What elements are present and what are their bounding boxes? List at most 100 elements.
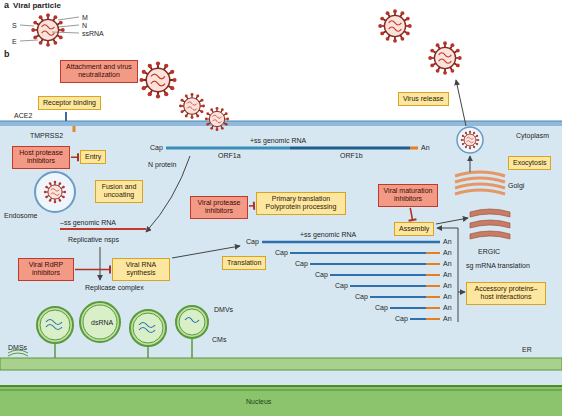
virion [378, 9, 411, 42]
plasma-membrane [0, 121, 562, 126]
inhibition-connector [249, 205, 254, 207]
process-box: Viral RNA synthesis [112, 258, 170, 281]
inhibition-connector [75, 269, 110, 271]
process-box: Receptor binding [38, 96, 101, 110]
genomic-rna [262, 241, 440, 244]
part-label: Cap [395, 315, 408, 322]
part-label: ORF1a [218, 152, 241, 159]
box-text: Receptor binding [43, 99, 96, 107]
er-connections [55, 338, 192, 358]
part-label: N protein [148, 161, 176, 168]
box-text: Exocytosis [513, 159, 546, 167]
part-label: Replicase complex [85, 284, 144, 291]
cytoplasm [0, 124, 562, 416]
part-label: An [443, 304, 452, 311]
ergic [470, 209, 510, 239]
box-text: Accessory proteins–host interactions [471, 285, 541, 302]
negative-strand-rna [60, 228, 146, 230]
part-label: Cap [315, 271, 328, 278]
virion [179, 93, 205, 119]
process-box: Accessory proteins–host interactions [466, 282, 546, 305]
receptor-symbol [65, 112, 67, 121]
nuclear-envelope [0, 385, 562, 387]
part-label: ACE2 [14, 112, 32, 119]
process-box: Primary translation Polyprotein processi… [256, 192, 346, 215]
flow-arrows [100, 80, 470, 322]
protease-symbol [73, 126, 76, 132]
box-text: Viral protease inhibitors [195, 199, 243, 216]
part-label: Cytoplasm [516, 132, 549, 139]
box-text: Viral maturation inhibitors [383, 187, 433, 204]
endosome [35, 172, 75, 212]
part-label: a [4, 1, 9, 10]
part-label: N [82, 22, 87, 29]
sg-rna-orfs [426, 253, 440, 319]
golgi [455, 172, 505, 194]
part-label: Golgi [508, 182, 524, 189]
part-label: Replicative nsps [68, 236, 119, 243]
process-box: Fusion and uncoating [95, 180, 143, 203]
box-text: Viral RNA synthesis [117, 261, 165, 278]
sg-rna-lines [290, 253, 440, 319]
inhibition-connector [410, 208, 412, 220]
part-label: Cap [295, 260, 308, 267]
part-label: An [443, 249, 452, 256]
box-text: Virus release [403, 95, 444, 103]
box-text: Fusion and uncoating [100, 183, 138, 200]
inhibition-connector [71, 157, 78, 159]
membrane-edge [0, 121, 562, 122]
part-label: Nucleus [246, 398, 271, 405]
dsrna-symbol [46, 318, 199, 333]
nucleus [0, 386, 562, 416]
part-label: An [443, 293, 452, 300]
part-label: Viral particle [13, 2, 61, 10]
inhibitor-box: Host protease inhibitors [12, 146, 70, 169]
process-box: Exocytosis [508, 156, 551, 170]
box-text: Entry [85, 153, 101, 161]
part-label: Endosome [4, 212, 37, 219]
inhibitor-box: Viral protease inhibitors [190, 196, 248, 219]
orf1b-rna [290, 147, 410, 150]
part-label: An [443, 260, 452, 267]
virion [139, 61, 176, 98]
inhibitor-box: Attachment and virus neutralization [60, 60, 138, 83]
part-label: b [4, 50, 10, 59]
inhibitor-box: Viral RdRP inhibitors [18, 258, 74, 281]
process-box: Virus release [398, 92, 449, 106]
box-text: Assembly [399, 225, 429, 233]
part-label: ERGIC [478, 248, 500, 255]
nuclear-envelope [0, 390, 562, 391]
part-label: +ss genomic RNA [300, 231, 356, 238]
box-text: Attachment and virus neutralization [65, 63, 133, 80]
part-label: An [443, 315, 452, 322]
virion [31, 13, 64, 46]
orf1a-rna [166, 147, 290, 150]
dmv [37, 302, 208, 346]
box-text: Viral RdRP inhibitors [23, 261, 69, 278]
part-label: E [12, 38, 17, 45]
part-label: DMVs [214, 306, 233, 313]
leader-lines [20, 17, 79, 41]
part-label: An [443, 282, 452, 289]
box-text: Primary translation Polyprotein processi… [261, 195, 341, 212]
virion [461, 131, 480, 150]
part-label: ssRNA [82, 30, 104, 37]
process-box: Translation [222, 256, 266, 270]
part-label: ORF1b [340, 152, 363, 159]
part-label: TMPRSS2 [30, 132, 63, 139]
part-label: S [12, 22, 17, 29]
box-text: Translation [227, 259, 261, 267]
box-text: Host protease inhibitors [17, 149, 65, 166]
part-label: sg mRNA translation [466, 262, 530, 269]
part-label: ER [522, 346, 532, 353]
part-label: DMSs [8, 344, 27, 351]
part-label: M [82, 14, 88, 21]
part-label: Cap [150, 144, 163, 151]
part-label: Cap [355, 293, 368, 300]
part-label: Cap [275, 249, 288, 256]
part-label: An [443, 271, 452, 278]
part-label: –ss genomic RNA [60, 219, 116, 226]
virion [44, 181, 66, 203]
vesicle [457, 127, 483, 153]
